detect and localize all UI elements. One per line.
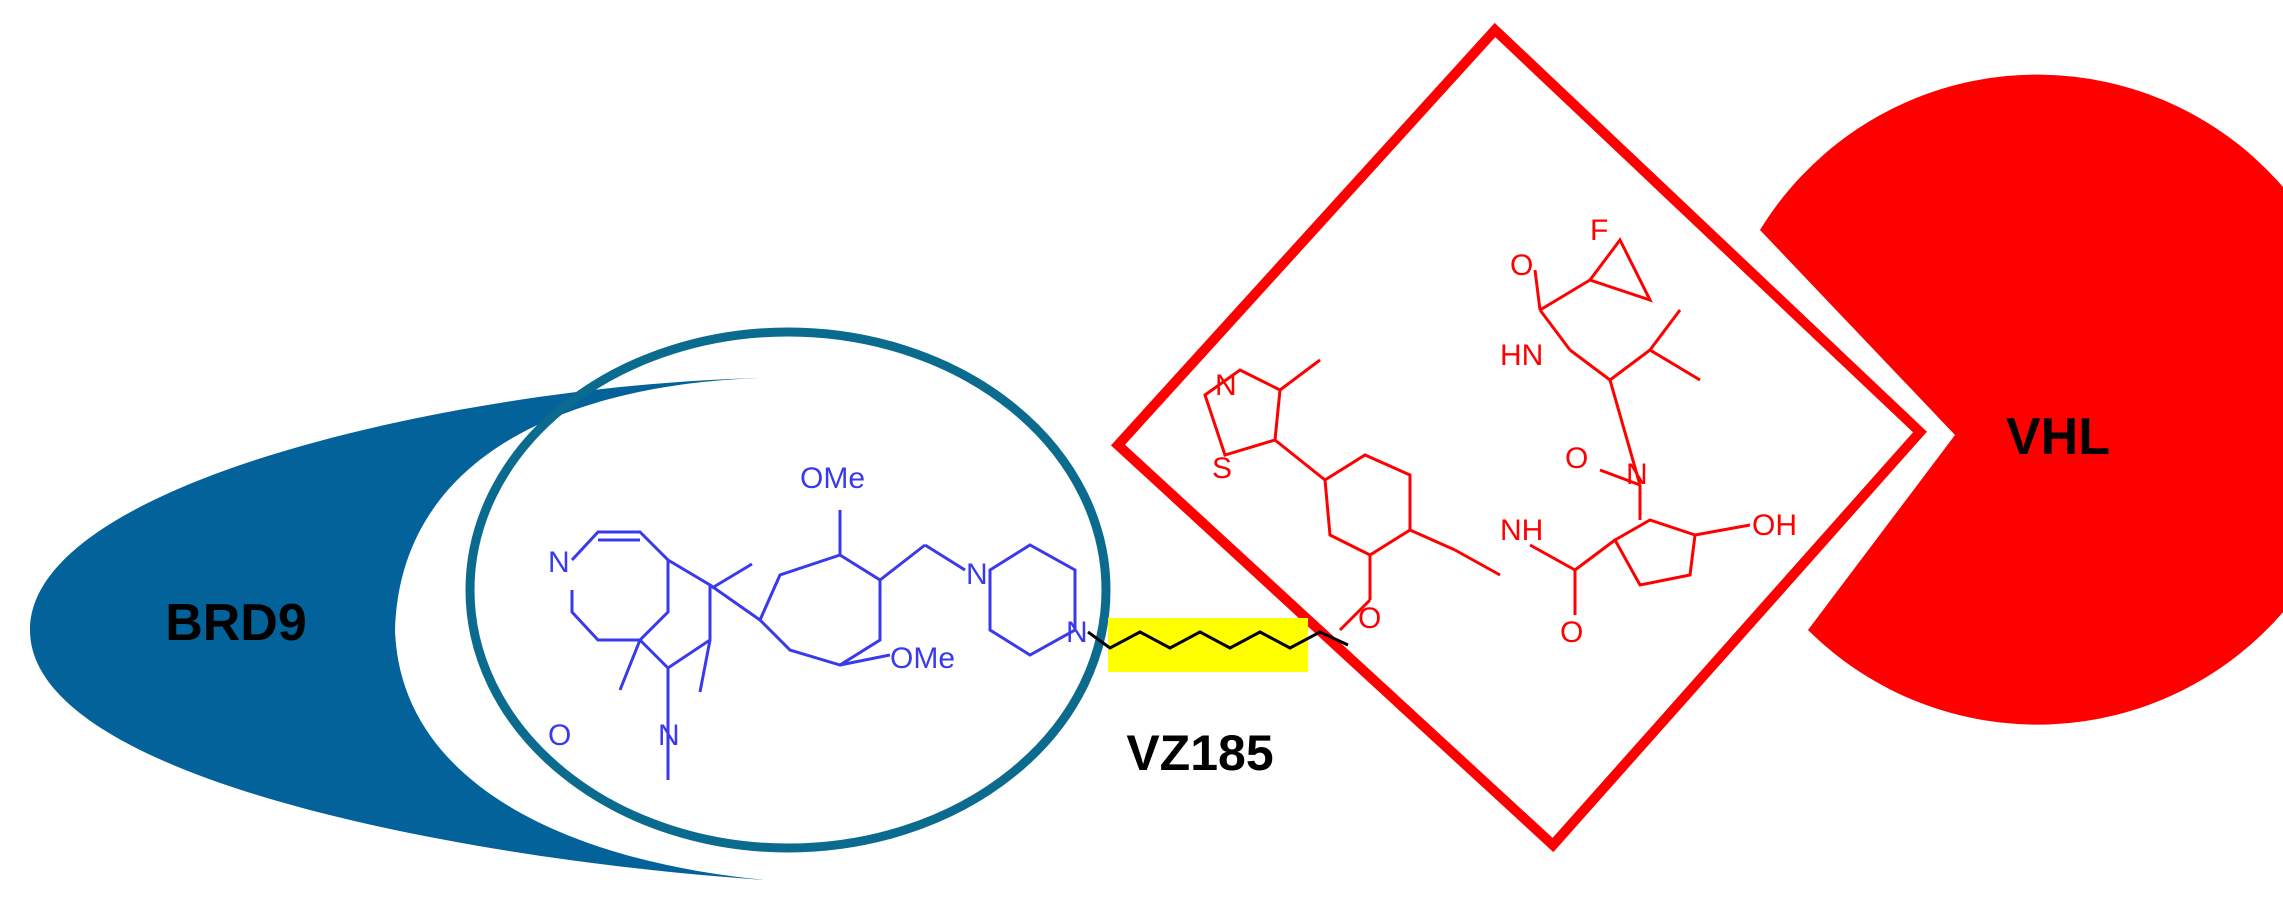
atom-n-pip2: N	[1066, 616, 1088, 649]
atom-hn-amide: HN	[1500, 339, 1543, 372]
vhl-shape	[1760, 74, 2283, 725]
vhl-ligand-diamond	[1110, 22, 1927, 853]
atom-n-pyridine: N	[548, 546, 570, 579]
atom-n-thiazole: N	[1215, 369, 1237, 402]
atom-ome-top: OMe	[800, 462, 865, 495]
atom-s-thiazole: S	[1212, 452, 1232, 485]
atom-o-amide3: O	[1510, 249, 1533, 282]
brd9-binding-ring	[465, 327, 1111, 853]
linker-chain	[1087, 630, 1349, 650]
brd9-shape	[30, 378, 765, 880]
brd9-label: BRD9	[165, 594, 307, 652]
atom-o-amide2: O	[1565, 442, 1588, 475]
brd9-ligand-structure	[570, 510, 1077, 780]
atom-n-pyrrolidine: N	[1626, 458, 1648, 491]
atom-oh: OH	[1752, 509, 1797, 542]
atom-f: F	[1590, 214, 1608, 247]
atom-n-pip1: N	[966, 558, 988, 591]
linker-highlight	[1108, 618, 1308, 672]
atom-o-amide1: O	[1560, 616, 1583, 649]
atom-n-lactam: N	[658, 719, 680, 752]
atom-o-ether: O	[1358, 602, 1381, 635]
vhl-ligand-structure	[1203, 237, 1751, 632]
vhl-label: VHL	[2006, 408, 2110, 466]
brd9-ligand-atoms: OMe OMe N N O N N	[548, 462, 1088, 752]
atom-ome-bottom: OMe	[890, 642, 955, 675]
atom-nh-amide1: NH	[1500, 514, 1543, 547]
vhl-ligand-atoms: N S O NH O N OH O HN O F	[1212, 214, 1797, 649]
atom-o-lactam: O	[548, 719, 571, 752]
compound-label: VZ185	[1126, 725, 1273, 781]
